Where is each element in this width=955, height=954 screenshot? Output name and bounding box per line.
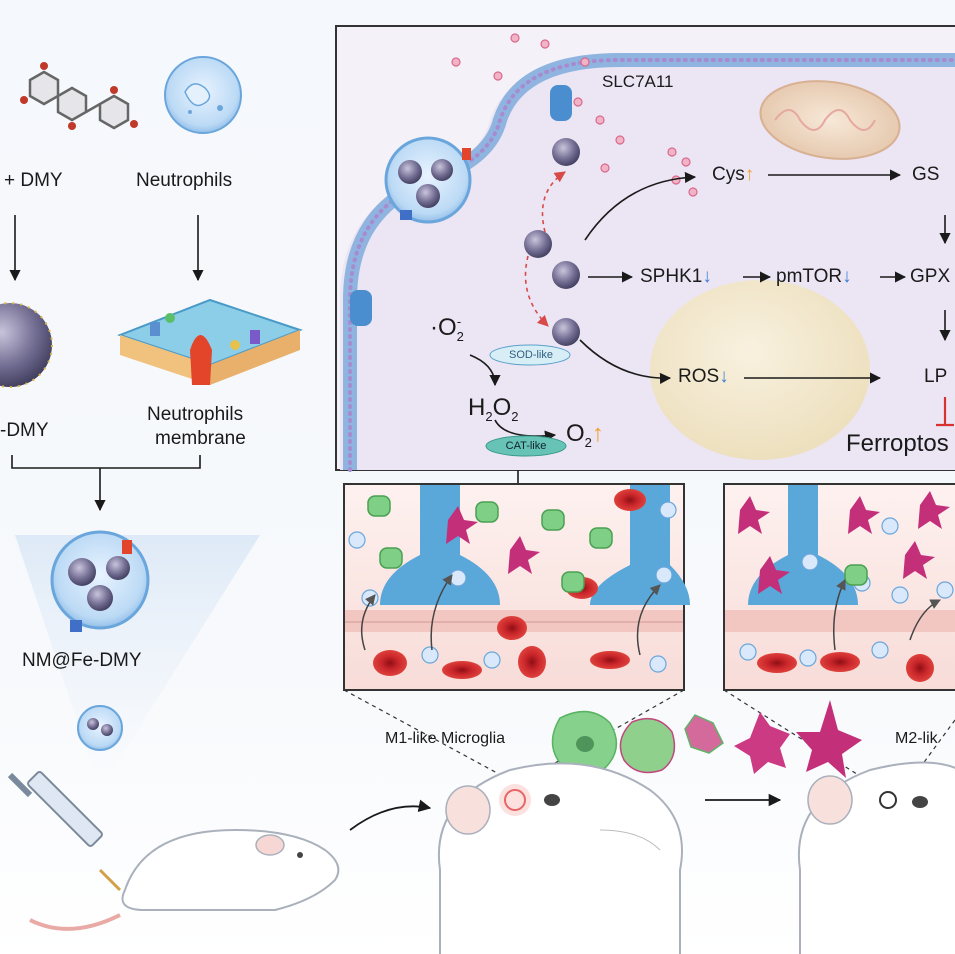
inhibit-lp-ferroptosis xyxy=(936,397,954,427)
label-membrane-line1: Neutrophils xyxy=(147,404,244,425)
label-lp: LP xyxy=(924,366,948,387)
label-gpx: GPX xyxy=(910,266,951,287)
mitochondrion xyxy=(759,80,901,160)
arrow-h2o2-o2 xyxy=(494,419,557,442)
neutrophil-membrane-patch xyxy=(117,298,303,385)
sod-pill-shape xyxy=(489,344,571,366)
label-ros: ROS↓ xyxy=(678,366,729,387)
tissue-panel-m1 xyxy=(343,483,690,691)
membrane-transporter xyxy=(350,290,372,326)
neutrophil-cell-icon xyxy=(164,56,242,134)
small-vesicle xyxy=(77,705,123,751)
label-neutrophils: Neutrophils xyxy=(136,170,233,191)
merge-bracket xyxy=(11,455,201,512)
label-m1-microglia: M1-like Microglia xyxy=(385,730,506,747)
label-superoxide: ·O2- xyxy=(430,314,464,344)
label-plus-dmy: + DMY xyxy=(4,170,63,191)
nanoparticle-1 xyxy=(552,138,580,166)
fusing-vesicle xyxy=(384,136,472,224)
label-nm-fe-dmy: NM@Fe-DMY xyxy=(22,650,142,671)
mouse-middle xyxy=(437,762,683,954)
tissue-panel-m2 xyxy=(723,483,955,691)
nucleus xyxy=(650,280,870,460)
sod-like-label: SOD-like xyxy=(508,349,553,361)
label-h2o2: H2O2 xyxy=(468,394,519,424)
cys-dots xyxy=(451,33,698,197)
mouse-left xyxy=(29,828,340,931)
nanoparticle-2 xyxy=(524,230,552,258)
slc7a11-transporter xyxy=(550,85,572,121)
dashed-arrow-up xyxy=(541,171,566,233)
cat-pill-shape xyxy=(485,435,567,457)
cat-like-label: CAT-like xyxy=(505,440,547,452)
label-cys: Cys↑ xyxy=(712,164,755,185)
nanoparticle-4 xyxy=(552,318,580,346)
nm-fe-dmy-vesicle xyxy=(50,530,150,632)
fe-dmy-nanoparticle xyxy=(0,302,53,388)
arrow-to-ros xyxy=(579,339,672,384)
syringe-icon xyxy=(7,771,122,892)
label-membrane-line2: membrane xyxy=(155,428,246,449)
label-ferroptosis: Ferroptos xyxy=(846,430,949,457)
arrow-to-mouse-m1 xyxy=(349,799,432,831)
label-m2-microglia: M2-lik xyxy=(895,730,938,747)
label-sphk1: SPHK1↓ xyxy=(640,266,712,287)
label-gs: GS xyxy=(912,164,940,185)
label-fe-dmy: -DMY xyxy=(0,420,49,441)
nanoparticle-3 xyxy=(552,261,580,289)
arrow-to-cys xyxy=(584,171,697,241)
label-slc7a11: SLC7A11 xyxy=(602,72,674,91)
lipid-heads xyxy=(348,58,955,472)
dmy-molecule xyxy=(20,62,138,130)
label-pmtor: pmTOR↓ xyxy=(776,266,852,287)
arrow-o2-h2o2 xyxy=(469,354,501,387)
microglia-transition xyxy=(551,700,862,778)
mouse-right xyxy=(797,761,955,954)
label-o2-out: O2↑ xyxy=(566,420,604,450)
